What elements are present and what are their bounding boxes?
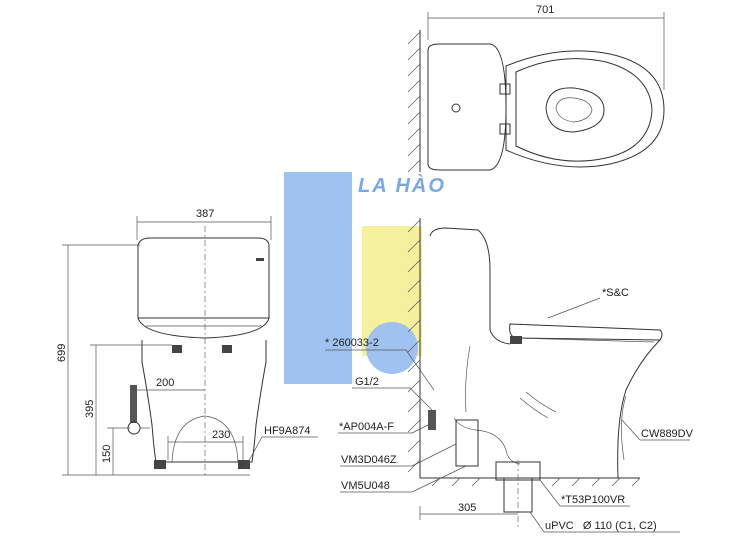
label-hf9a874: HF9A874 [264, 425, 310, 437]
label-260033: * 260033-2 [325, 337, 379, 349]
label-vm3d046z: VM3D046Z [341, 454, 397, 466]
front-view: 387 699 395 150 [56, 208, 318, 476]
front-height-395: 395 [84, 400, 96, 418]
front-width-dim: 387 [196, 208, 214, 220]
top-length-701: 701 [536, 4, 554, 16]
watermark-logo [284, 172, 422, 384]
label-g12: G1/2 [355, 376, 379, 388]
label-seat-sc: *S&C [602, 287, 629, 299]
side-view: 305 *S&C * 260033-2 G1/2 *AP004A-F VM3D0… [325, 218, 694, 533]
watermark-brand-text: LA HÀO [358, 174, 446, 197]
top-view: 701 [407, 4, 665, 173]
label-cw889dv: CW889DV [641, 428, 694, 440]
label-t53p100vr: *T53P100VR [561, 494, 625, 506]
label-vm5u048: VM5U048 [341, 480, 390, 492]
front-dim-230: 230 [212, 429, 230, 441]
front-height-699: 699 [56, 344, 68, 362]
front-height-150: 150 [101, 445, 113, 463]
front-dim-200: 200 [156, 377, 174, 389]
side-rough-in-305: 305 [458, 502, 476, 514]
label-upvc-pipe: uPVC Ø 110 (C1, C2) [545, 520, 657, 532]
label-ap004a: *AP004A-F [339, 421, 394, 433]
